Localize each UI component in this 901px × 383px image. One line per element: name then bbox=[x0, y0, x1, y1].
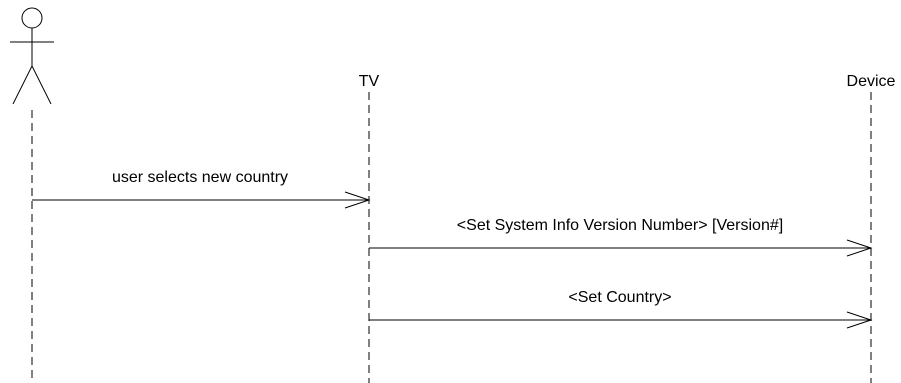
message-label: <Set System Info Version Number> [Versio… bbox=[457, 217, 783, 234]
participant-tv-label: TV bbox=[359, 73, 380, 90]
stick-figure-actor-icon bbox=[10, 7, 54, 105]
open-arrowhead-icon bbox=[846, 239, 873, 257]
message-set-system-info-version: <Set System Info Version Number> [Versio… bbox=[369, 217, 873, 257]
message-user-selects-country: user selects new country bbox=[32, 169, 371, 209]
open-arrowhead-icon bbox=[344, 191, 371, 209]
participant-device-label: Device bbox=[847, 73, 896, 90]
user-actor bbox=[10, 7, 54, 105]
message-set-country: <Set Country> bbox=[369, 289, 873, 329]
message-label: <Set Country> bbox=[568, 289, 671, 306]
message-label: user selects new country bbox=[112, 169, 288, 186]
open-arrowhead-icon bbox=[846, 311, 873, 329]
